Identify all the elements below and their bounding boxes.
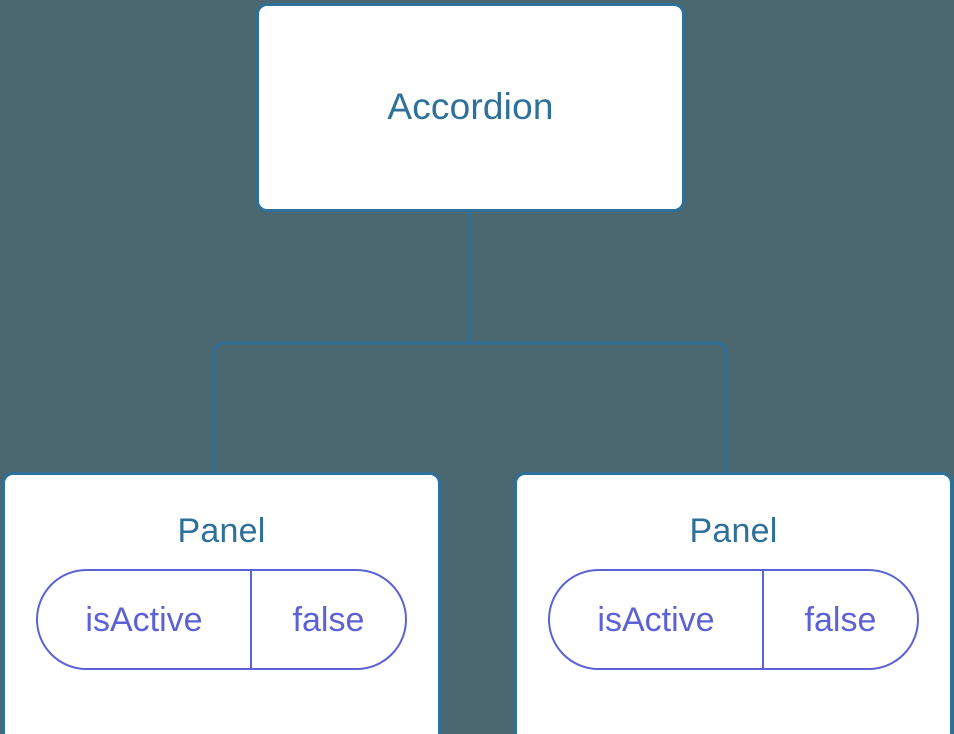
prop-key-label: isActive: [38, 571, 252, 669]
prop-value-label: false: [804, 600, 877, 639]
node-panel-left-title: Panel: [177, 512, 266, 550]
prop-key-label: isActive: [550, 571, 764, 669]
prop-badge-isactive-right[interactable]: isActive false: [548, 569, 919, 671]
connector-branch-to-right-panel: [470, 341, 728, 476]
node-accordion[interactable]: Accordion: [256, 3, 685, 212]
prop-value-label: false: [292, 600, 365, 639]
node-panel-right-title: Panel: [689, 512, 778, 550]
node-panel-left[interactable]: Panel isActive false: [2, 472, 441, 734]
connector-branch-to-left-panel: [212, 341, 470, 476]
node-accordion-title: Accordion: [387, 86, 554, 128]
node-panel-right[interactable]: Panel isActive false: [514, 472, 953, 734]
prop-badge-isactive-left[interactable]: isActive false: [36, 569, 407, 671]
